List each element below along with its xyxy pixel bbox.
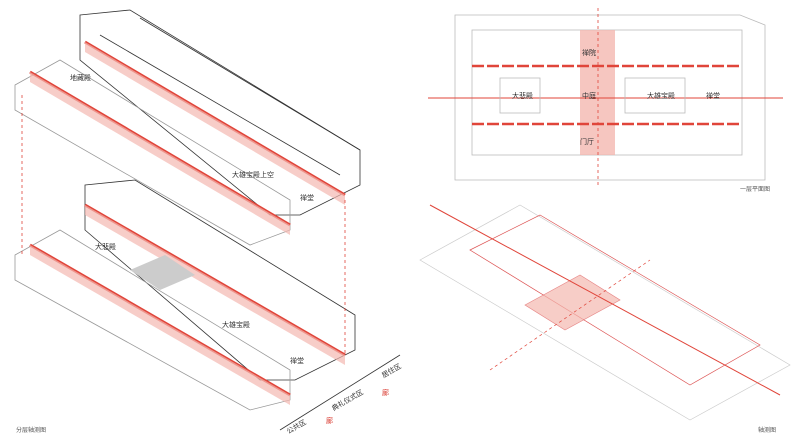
caption-layered-axo: 分层轴测图	[16, 427, 47, 434]
upper-layer-axo	[14, 9, 361, 246]
floor-plan	[428, 8, 783, 185]
lower-layer-axo	[14, 95, 401, 431]
label-lower-chantang: 禅堂	[290, 357, 304, 365]
plan-courtyard: 中庭	[582, 92, 596, 100]
plan-chantang: 禅堂	[706, 92, 720, 100]
label-upper-chantang: 禅堂	[300, 194, 314, 202]
label-daxiong-above: 大雄宝殿上空	[232, 171, 274, 179]
plan-dabei: 大悲殿	[512, 92, 533, 100]
caption-axo: 轴测图	[758, 427, 777, 434]
label-dabei-hall: 大悲殿	[95, 243, 116, 251]
plan-daxiong: 大雄宝殿	[647, 92, 675, 100]
plan-chanyuan: 禅院	[582, 49, 596, 57]
label-dizang-hall: 地藏殿	[70, 74, 91, 82]
zone-corridor-1: 廊	[382, 389, 389, 397]
axonometric-view	[419, 204, 791, 421]
zone-corridor-2: 廊	[326, 417, 333, 425]
caption-floor-plan: 一层平面图	[740, 186, 771, 193]
plan-lobby: 门厅	[580, 138, 594, 146]
label-daxiong-hall: 大雄宝殿	[222, 321, 250, 329]
